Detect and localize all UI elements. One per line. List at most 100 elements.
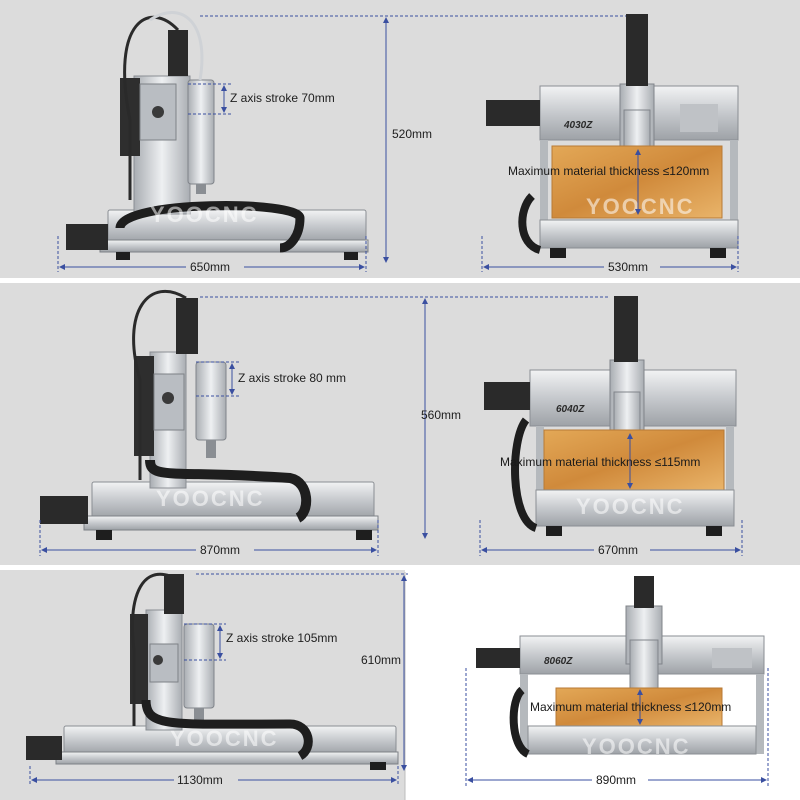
base-plate bbox=[55, 751, 399, 765]
length-label: 1130mm bbox=[177, 773, 223, 787]
foot bbox=[546, 526, 562, 536]
stepper-motor bbox=[26, 736, 62, 760]
cable-chain bbox=[511, 417, 538, 532]
material-thickness-label: Maximum material thickness ≤115mm bbox=[500, 455, 700, 469]
foot bbox=[116, 252, 130, 260]
foot bbox=[370, 762, 386, 770]
panel-6040z: YOOCNC Z axis stroke 80 mm 560mm 870mm 6… bbox=[0, 283, 800, 565]
material-thickness-label: Maximum material thickness ≤120mm bbox=[508, 164, 709, 178]
y-motor bbox=[486, 100, 540, 126]
y-motor bbox=[476, 648, 520, 668]
foot bbox=[710, 248, 726, 258]
cable-chain bbox=[145, 459, 312, 523]
foot bbox=[356, 530, 372, 540]
brand-watermark: YOOCNC bbox=[150, 202, 259, 227]
panel-4030z: YOOCNC Z axis stroke 70mm 520mm 650mm 40… bbox=[0, 0, 800, 278]
height-dimension: 560mm bbox=[200, 296, 610, 539]
height-dimension: 520mm bbox=[200, 15, 630, 263]
height-label: 520mm bbox=[392, 127, 432, 141]
side-plate bbox=[520, 674, 528, 754]
spindle-cable bbox=[149, 11, 204, 81]
bolt bbox=[152, 106, 164, 118]
foot bbox=[96, 530, 112, 540]
stepper-motor bbox=[66, 224, 108, 250]
z-motor bbox=[626, 14, 648, 86]
base-bed bbox=[539, 219, 739, 249]
spindle bbox=[187, 79, 215, 185]
brand-watermark: YOOCNC bbox=[586, 194, 695, 219]
side-view-machine: YOOCNC Z axis stroke 80 mm bbox=[40, 289, 379, 540]
foot bbox=[706, 526, 722, 536]
z-motor bbox=[614, 296, 638, 362]
front-view-machine: 8060Z YOOCNC Maximum material thickness … bbox=[476, 576, 765, 759]
height-dimension: 610mm bbox=[196, 573, 408, 771]
z-motor bbox=[164, 574, 184, 614]
width-dimension: 530mm bbox=[481, 236, 739, 274]
z-motor bbox=[176, 298, 198, 354]
model-label: 8060Z bbox=[544, 656, 573, 667]
spindle-tip bbox=[196, 184, 206, 194]
model-label: 4030Z bbox=[563, 120, 593, 131]
spindle bbox=[195, 361, 227, 441]
side-view-machine: YOOCNC Z axis stroke 105mm bbox=[26, 572, 399, 770]
foot bbox=[550, 248, 566, 258]
width-dimension: 890mm bbox=[465, 668, 769, 787]
front-view-machine: 4030Z YOOCNC Maximum material thickness … bbox=[486, 14, 739, 258]
cable-chain bbox=[518, 193, 542, 254]
base-plate bbox=[83, 515, 379, 531]
foot bbox=[344, 252, 358, 260]
brand-watermark: YOOCNC bbox=[576, 494, 685, 519]
brand-watermark: YOOCNC bbox=[170, 726, 279, 751]
z-stroke-label: Z axis stroke 80 mm bbox=[238, 371, 346, 385]
width-label: 670mm bbox=[598, 543, 638, 557]
brand-watermark: YOOCNC bbox=[156, 486, 265, 511]
side-plate bbox=[730, 140, 738, 240]
model-label: 6040Z bbox=[556, 404, 585, 415]
y-motor bbox=[484, 382, 530, 410]
length-label: 870mm bbox=[200, 543, 240, 557]
wood-workpiece bbox=[543, 429, 725, 491]
side-plate bbox=[536, 426, 544, 514]
cable-chain bbox=[115, 201, 305, 253]
side-plate bbox=[540, 140, 548, 240]
brand-watermark: YOOCNC bbox=[582, 734, 691, 759]
spindle-cable bbox=[131, 572, 171, 726]
material-thickness-label: Maximum material thickness ≤120mm bbox=[530, 700, 731, 714]
front-view-machine: 6040Z YOOCNC Maximum material thickness … bbox=[484, 296, 737, 536]
length-dimension: 870mm bbox=[39, 520, 379, 557]
spindle-tip bbox=[194, 708, 204, 720]
z-stroke-label: Z axis stroke 70mm bbox=[230, 91, 335, 105]
side-plate bbox=[726, 426, 734, 514]
length-dimension: 1130mm bbox=[29, 766, 399, 787]
cable-chain bbox=[141, 699, 313, 760]
side-view-machine: YOOCNC Z axis stroke 70mm bbox=[66, 11, 369, 260]
spindle bbox=[629, 639, 659, 691]
base-plate bbox=[99, 239, 369, 253]
spindle-cable bbox=[123, 15, 180, 200]
z-stroke-label: Z axis stroke 105mm bbox=[226, 631, 337, 645]
base-bed bbox=[535, 489, 735, 527]
length-dimension: 650mm bbox=[57, 236, 367, 274]
panel-8060z: YOOCNC Z axis stroke 105mm 610mm 1130mm … bbox=[0, 570, 800, 800]
spindle-tip bbox=[206, 440, 216, 458]
width-label: 530mm bbox=[608, 260, 648, 274]
height-label: 610mm bbox=[361, 653, 401, 667]
panel-background bbox=[405, 570, 800, 800]
spindle-cable bbox=[132, 289, 187, 480]
base-bed bbox=[527, 725, 757, 755]
width-dimension: 670mm bbox=[479, 520, 743, 557]
bolt bbox=[153, 655, 163, 665]
control-icons bbox=[712, 648, 752, 668]
z-motor bbox=[634, 576, 654, 608]
stepper-motor bbox=[40, 496, 88, 524]
z-motor bbox=[168, 30, 188, 76]
side-plate bbox=[756, 674, 764, 754]
spindle bbox=[183, 623, 215, 709]
height-label: 560mm bbox=[421, 408, 461, 422]
cable-chain bbox=[509, 686, 531, 758]
length-label: 650mm bbox=[190, 260, 230, 274]
control-icons bbox=[680, 104, 718, 132]
bolt bbox=[162, 392, 174, 404]
width-label: 890mm bbox=[596, 773, 636, 787]
